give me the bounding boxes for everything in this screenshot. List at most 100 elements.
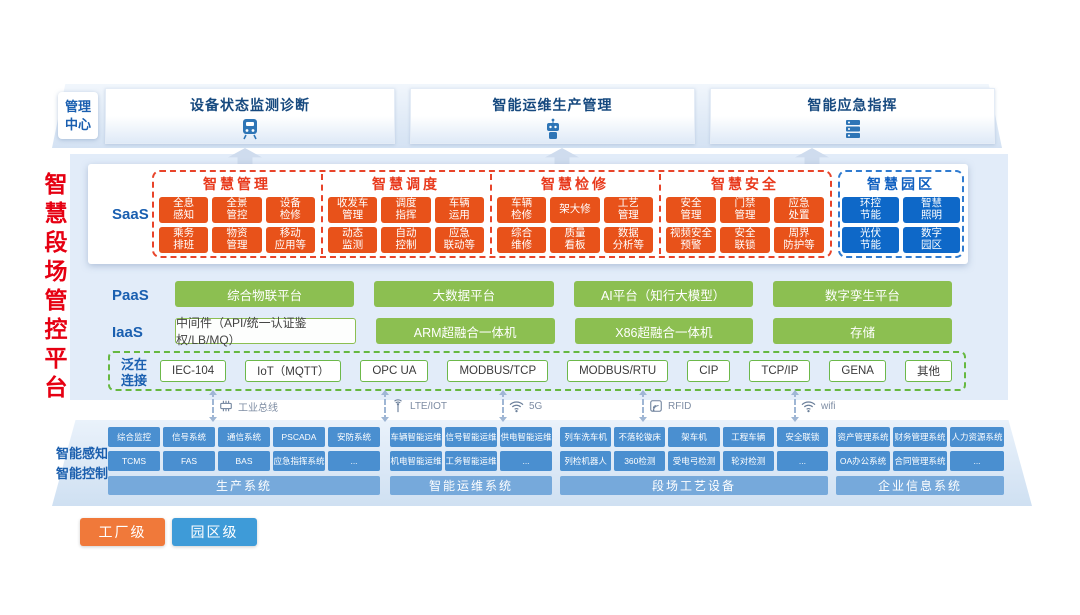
system-item: 列车洗车机 — [560, 427, 612, 447]
saas-item: 乘务 排班 — [159, 227, 209, 253]
system-item: 信号系统 — [163, 427, 215, 447]
legend-park-level: 园区级 — [172, 518, 257, 546]
management-center-label: 管理 中心 — [58, 92, 98, 139]
park-blue-dashed-border — [838, 170, 964, 258]
saas-item: 光伏 节能 — [842, 227, 899, 253]
group-title: 智慧管理 — [203, 176, 271, 192]
protocol-item: IEC-104 — [160, 360, 227, 382]
link-rfid: RFID — [639, 390, 692, 422]
saas-item: 环控 节能 — [842, 197, 899, 223]
system-item: TCMS — [108, 451, 160, 471]
saas-group-management: 智慧管理 全息 感知 全景 管控 设备 检修 乘务 排班 物资 管理 移动 应用… — [159, 174, 315, 253]
system-item: 安全联锁 — [776, 427, 829, 447]
system-item: 应急指挥系统 — [273, 451, 325, 471]
paas-item: AI平台（知行大模型） — [573, 281, 753, 307]
saas-item: 综合 维修 — [497, 227, 547, 253]
saas-item: 视频安全 预警 — [666, 227, 716, 253]
protocol-item: TCP/IP — [749, 360, 811, 382]
system-item: OA办公系统 — [836, 451, 890, 471]
system-item: 信号智能运维 — [445, 427, 497, 447]
link-label: LTE/IOT — [410, 400, 448, 412]
saas-item: 车辆 运用 — [434, 197, 484, 223]
protocol-row: IEC-104 IoT（MQTT） OPC UA MODBUS/TCP MODB… — [160, 360, 952, 382]
saas-item: 安全 联锁 — [720, 227, 770, 253]
saas-item: 数字 园区 — [903, 227, 960, 253]
iaas-item: 存储 — [773, 318, 952, 344]
perception-label: 智能感知 智能控制 — [56, 446, 109, 481]
dashed-connector-line — [639, 390, 647, 422]
protocol-item: MODBUS/RTU — [567, 360, 669, 382]
iaas-middleware: 中间件（API/统一认证鉴权/LB/MQ） — [175, 316, 356, 347]
perception-group-production: 综合监控 信号系统 通信系统 PSCADA 安防系统 TCMS FAS BAS … — [108, 427, 380, 495]
system-item: 财务管理系统 — [893, 427, 947, 447]
saas-group-divider — [490, 174, 492, 254]
saas-item: 动态 监测 — [328, 227, 378, 253]
paas-item: 综合物联平台 — [175, 281, 355, 307]
link-5g: 5G — [499, 390, 542, 422]
train-icon — [243, 119, 257, 140]
iaas-layer-label: IaaS — [112, 324, 143, 341]
server-icon — [845, 120, 860, 138]
group-label: 企业信息系统 — [836, 476, 1004, 495]
panel-title: 智能应急指挥 — [807, 97, 898, 113]
system-item: 不落轮镟床 — [614, 427, 666, 447]
system-item: 机电智能运维 — [390, 451, 442, 471]
system-item: 工务智能运维 — [445, 451, 497, 471]
system-item: 合同管理系统 — [893, 451, 947, 471]
paas-item: 数字孪生平台 — [772, 281, 952, 307]
paas-layer-label: PaaS — [112, 287, 149, 304]
saas-item: 设备 检修 — [265, 197, 315, 223]
group-title: 智慧安全 — [711, 176, 779, 192]
system-item: BAS — [218, 451, 270, 471]
saas-item: 安全 管理 — [666, 197, 716, 223]
protocol-item: 其他 — [904, 360, 952, 382]
saas-layer-label: SaaS — [112, 206, 149, 223]
perception-group-enterprise: 资产管理系统 财务管理系统 人力资源系统 OA办公系统 合同管理系统 ... 企… — [836, 427, 1004, 495]
saas-item: 工艺 管理 — [603, 197, 653, 223]
panel-title: 智能运维生产管理 — [492, 97, 613, 113]
group-title: 智慧调度 — [372, 176, 440, 192]
wifi-icon — [801, 400, 816, 412]
protocol-item: GENA — [829, 360, 886, 382]
iaas-row: 中间件（API/统一认证鉴权/LB/MQ） ARM超融合一体机 X86超融合一体… — [175, 316, 952, 347]
saas-item: 全息 感知 — [159, 197, 209, 223]
protocol-item: CIP — [687, 360, 731, 382]
saas-item: 调度 指挥 — [381, 197, 431, 223]
wifi-icon — [509, 400, 524, 412]
group-label: 智能运维系统 — [390, 476, 552, 495]
system-item: 轮对检测 — [722, 451, 774, 471]
iaas-item: ARM超融合一体机 — [375, 318, 555, 344]
industrial-bus-icon — [220, 400, 232, 412]
platform-title: 智慧段场管控平台 — [41, 172, 67, 404]
dashed-connector-line — [499, 390, 507, 422]
protocol-item: IoT（MQTT） — [245, 360, 342, 382]
system-item: 资产管理系统 — [836, 427, 890, 447]
perception-group-depot-equipment: 列车洗车机 不落轮镟床 架车机 工程车辆 安全联锁 列检机器人 360检测 受电… — [560, 427, 829, 495]
system-item: ... — [328, 451, 380, 471]
system-item: 车辆智能运维 — [390, 427, 442, 447]
system-item: ... — [950, 451, 1004, 471]
panel-emergency-command: 智能应急指挥 — [710, 88, 995, 144]
connection-dashed-border — [108, 351, 966, 391]
system-item: 列检机器人 — [560, 451, 612, 471]
paas-item: 大数据平台 — [374, 281, 554, 307]
system-item: 受电弓检测 — [668, 451, 720, 471]
link-label: RFID — [668, 400, 692, 412]
saas-item: 应急 联动等 — [434, 227, 484, 253]
system-item: ... — [500, 451, 552, 471]
saas-group-divider — [659, 174, 661, 254]
system-item: PSCADA — [273, 427, 325, 447]
dashed-connector-line — [381, 390, 389, 422]
system-item: 通信系统 — [218, 427, 270, 447]
legend-factory-level: 工厂级 — [80, 518, 165, 546]
group-title: 智慧园区 — [867, 176, 935, 192]
link-industrial-bus: 工业总线 — [209, 390, 278, 422]
group-label: 生产系统 — [108, 476, 380, 495]
saas-red-dashed-border — [152, 170, 832, 258]
saas-item: 收发车 管理 — [328, 197, 378, 223]
dashed-connector-line — [791, 390, 799, 422]
saas-item: 数据 分析等 — [603, 227, 653, 253]
link-label: wifi — [821, 400, 836, 412]
system-item: FAS — [163, 451, 215, 471]
saas-item: 智慧 照明 — [903, 197, 960, 223]
